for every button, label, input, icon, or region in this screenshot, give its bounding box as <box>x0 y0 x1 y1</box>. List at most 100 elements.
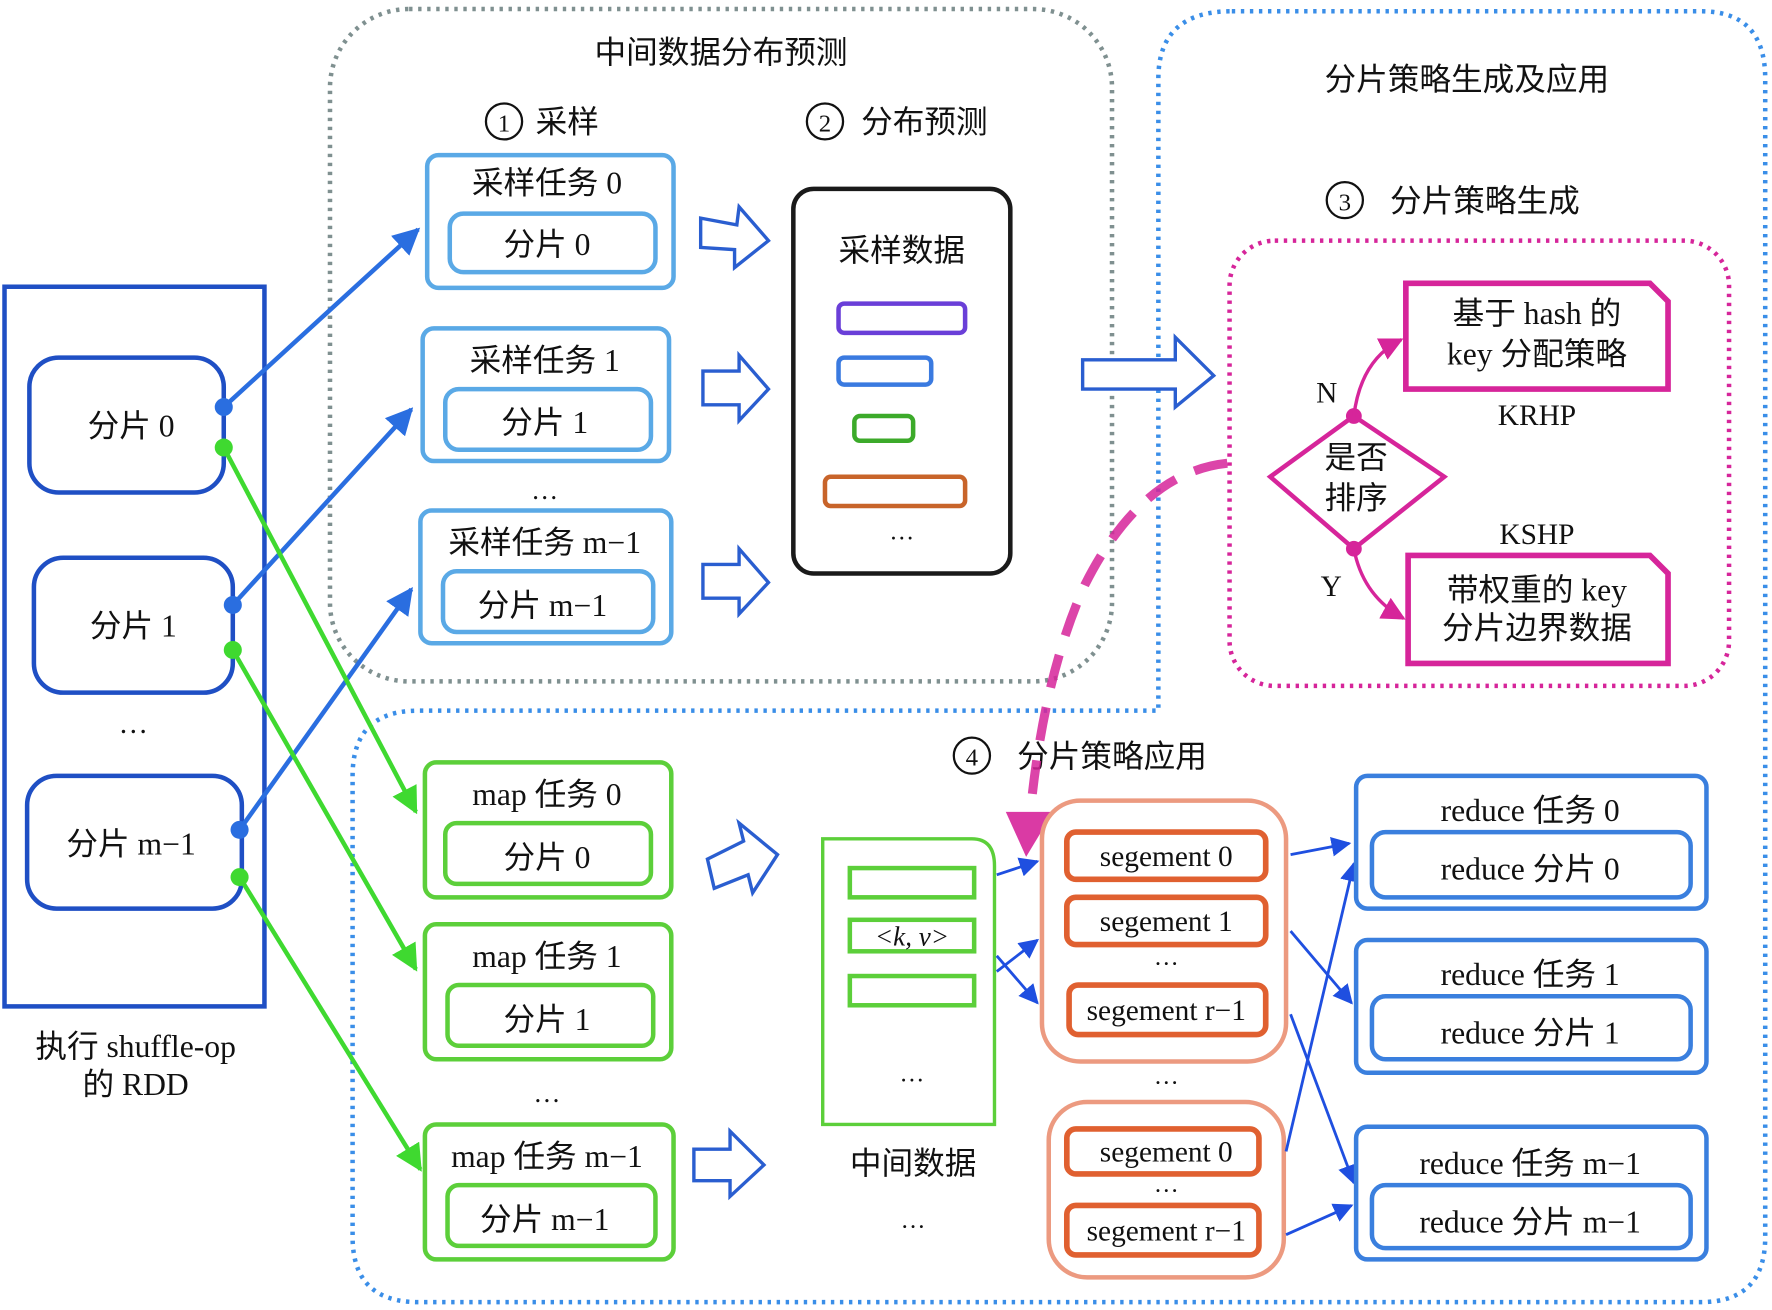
arrow-rdd0-to-map0 <box>221 446 418 815</box>
connector-dot <box>1345 540 1362 557</box>
svg-text:segement 0: segement 0 <box>1100 1137 1233 1169</box>
arrow-segment-to-reduce <box>1289 930 1353 1005</box>
svg-text:分片 0: 分片 0 <box>503 840 590 875</box>
krhp-box: 基于 hash 的 key 分配策略 <box>1403 280 1671 392</box>
hollow-arrow-icon <box>698 202 771 272</box>
sample-task-1[interactable]: 采样任务 1 分片 1 <box>420 326 672 464</box>
segment-groups-ellipsis: … <box>1154 1063 1179 1090</box>
segment-b-r-1[interactable]: segement r−1 <box>1063 1202 1262 1258</box>
svg-text:是否: 是否 <box>1324 440 1387 475</box>
map-task-m-1-partition <box>445 1182 658 1249</box>
reduce-task-m-1[interactable]: reduce 任务 m−1 reduce 分片 m−1 <box>1353 1124 1709 1262</box>
map-task-1[interactable]: map 任务 1 分片 1 <box>422 922 674 1062</box>
reduce-task-m-1-partition <box>1369 1182 1693 1251</box>
connector-dot <box>223 640 242 659</box>
step-2-circle-icon <box>805 102 845 141</box>
connector-dot <box>230 868 249 887</box>
svg-text:segement 1: segement 1 <box>1100 906 1233 938</box>
step-3-circle-icon <box>1325 181 1365 220</box>
svg-text:分片 m−1: 分片 m−1 <box>478 588 607 623</box>
connector-dot <box>230 820 249 839</box>
reduce-task-1-partition <box>1369 994 1693 1062</box>
svg-text:分片 m−1: 分片 m−1 <box>66 827 195 862</box>
arrow-kv-to-segment-r-1 <box>995 954 1039 1005</box>
svg-text:segement r−1: segement r−1 <box>1087 995 1246 1027</box>
hollow-arrow-icon <box>701 544 771 619</box>
svg-text:<k, v>: <k, v> <box>875 922 949 952</box>
strategy-apply-arrowhead-icon <box>1005 811 1054 857</box>
sample-tasks-ellipsis: … <box>531 475 558 505</box>
svg-text:3: 3 <box>1339 189 1351 216</box>
intermediate-record <box>847 973 977 1008</box>
svg-text:…: … <box>889 519 914 546</box>
intermediate-data-caption: 中间数据 <box>850 1146 977 1181</box>
segment-a-1[interactable]: segement 1 <box>1063 894 1269 948</box>
hollow-arrow-icon <box>701 350 771 425</box>
svg-text:分片 0: 分片 0 <box>88 408 175 443</box>
svg-text:map 任务 0: map 任务 0 <box>472 777 621 812</box>
rdd-caption-line1: 执行 shuffle-op <box>35 1029 236 1064</box>
intermediate-data-ellipsis: … <box>901 1207 926 1234</box>
sample-bar-green <box>852 413 916 444</box>
segment-group-b: segement 0 … segement r−1 <box>1046 1099 1287 1280</box>
segment-b-ellipsis: … <box>1154 1171 1179 1198</box>
svg-text:key 分配策略: key 分配策略 <box>1447 336 1628 371</box>
sort-decision-diamond: 是否 排序 <box>1266 413 1449 552</box>
sample-bar-purple <box>836 301 968 336</box>
arrow-no-to-krhp <box>1352 338 1404 417</box>
map-task-m-1[interactable]: map 任务 m−1 分片 m−1 <box>422 1122 676 1262</box>
svg-text:reduce 分片 0: reduce 分片 0 <box>1441 851 1620 886</box>
svg-text:分片 0: 分片 0 <box>503 227 590 262</box>
segment-b-0[interactable]: segement 0 <box>1063 1126 1262 1177</box>
sample-task-m-1[interactable]: 采样任务 m−1 分片 m−1 <box>418 508 674 646</box>
map-tasks-ellipsis: … <box>533 1078 560 1108</box>
svg-text:基于 hash 的: 基于 hash 的 <box>1453 296 1622 331</box>
svg-text:4: 4 <box>966 745 979 772</box>
svg-text:采样任务 1: 采样任务 1 <box>470 343 620 378</box>
svg-text:分片 m−1: 分片 m−1 <box>480 1202 609 1237</box>
svg-text:reduce 分片 1: reduce 分片 1 <box>1441 1016 1620 1051</box>
svg-text:map 任务 m−1: map 任务 m−1 <box>451 1139 643 1174</box>
rdd-ellipsis: … <box>119 708 148 740</box>
svg-text:分片 1: 分片 1 <box>90 609 177 644</box>
map-task-0-partition <box>442 820 654 887</box>
step-4-label: 4 分片策略应用 <box>952 736 1207 775</box>
rdd-container <box>2 284 267 1009</box>
map-task-0[interactable]: map 任务 0 分片 0 <box>422 760 674 900</box>
region-distribution-prediction <box>327 6 1115 684</box>
svg-text:采样数据: 采样数据 <box>839 233 966 268</box>
reduce-task-0[interactable]: reduce 任务 0 reduce 分片 0 <box>1353 773 1709 911</box>
arrow-segment-to-reduce <box>1290 837 1352 857</box>
svg-text:reduce 任务 m−1: reduce 任务 m−1 <box>1419 1146 1641 1181</box>
segment-a-r-1[interactable]: segement r−1 <box>1066 982 1269 1038</box>
svg-text:reduce 任务 0: reduce 任务 0 <box>1441 793 1620 828</box>
rdd-partition-1[interactable]: 分片 1 <box>31 555 236 695</box>
step-3-label: 3 分片策略生成 <box>1325 181 1580 220</box>
svg-text:segement 0: segement 0 <box>1100 841 1233 873</box>
connector-dot <box>223 595 242 614</box>
arrow-segment-to-reduce <box>1284 861 1360 1152</box>
sample-task-0[interactable]: 采样任务 0 分片 0 <box>424 152 676 291</box>
svg-text:分片 1: 分片 1 <box>501 405 588 440</box>
strategy-generation-region <box>1227 238 1732 689</box>
step-1-circle-icon <box>484 102 524 141</box>
map-task-1-partition <box>445 982 656 1048</box>
yes-label: Y <box>1321 571 1342 603</box>
arrow-rdd1-to-sample1 <box>231 407 414 607</box>
strategy-apply-arrow <box>1026 458 1228 811</box>
hollow-arrow-icon <box>1080 333 1217 411</box>
svg-text:reduce 分片 m−1: reduce 分片 m−1 <box>1419 1204 1641 1239</box>
reduce-task-0-partition <box>1369 829 1693 900</box>
step-4-circle-icon <box>952 736 992 775</box>
arrow-yes-to-kshp <box>1352 548 1406 620</box>
intermediate-data-box: <k, v> … <box>821 837 997 1127</box>
svg-text:…: … <box>900 1061 925 1088</box>
reduce-task-1[interactable]: reduce 任务 1 reduce 分片 1 <box>1353 937 1709 1075</box>
segment-a-0[interactable]: segement 0 <box>1063 829 1269 883</box>
svg-text:segement r−1: segement r−1 <box>1087 1215 1246 1247</box>
sample-task-m-1-partition <box>440 568 656 635</box>
rdd-partition-0[interactable]: 分片 0 <box>27 355 227 495</box>
svg-text:采样任务 0: 采样任务 0 <box>472 165 622 200</box>
rdd-partition-m-1[interactable]: 分片 m−1 <box>24 773 245 911</box>
arrow-rddm-to-samplem <box>237 587 414 832</box>
